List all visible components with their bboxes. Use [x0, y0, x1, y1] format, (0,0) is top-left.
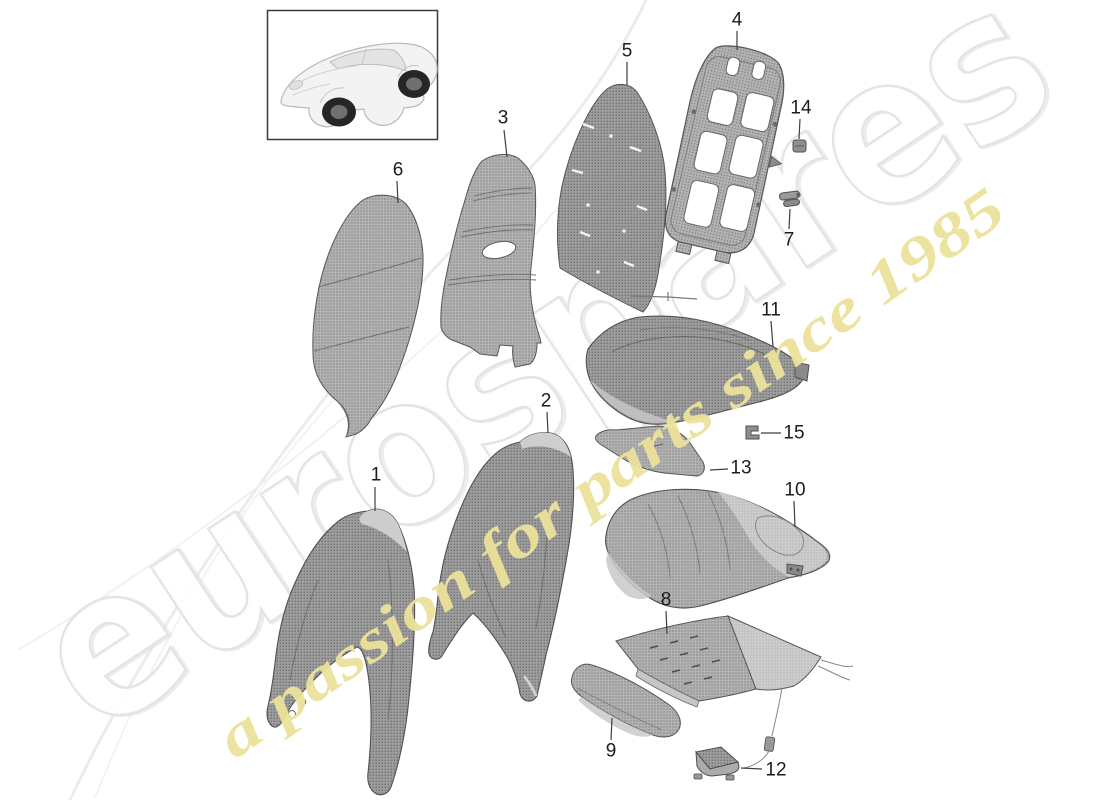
- callout-leader-lines: [374, 31, 801, 770]
- part-callout-1[interactable]: 1: [370, 464, 382, 486]
- part-10-seat-cushion: [605, 488, 831, 609]
- part-13-pad: [595, 425, 705, 477]
- part-9-bolster-pad: [570, 663, 681, 738]
- part-callout-9[interactable]: 9: [605, 740, 617, 762]
- part-callout-15[interactable]: 15: [783, 422, 805, 444]
- part-callout-10[interactable]: 10: [784, 479, 806, 501]
- part-8-seat-pan-pad: [615, 615, 854, 769]
- part-4-backrest-frame: [664, 45, 785, 265]
- part-5-backrest-pad: [557, 84, 698, 313]
- part-callout-11[interactable]: 11: [761, 299, 781, 321]
- part-6-backrest-pad: [312, 194, 424, 438]
- part-1-foam-section: [266, 508, 416, 796]
- part-12-module: [693, 746, 740, 781]
- part-callout-14[interactable]: 14: [790, 97, 812, 119]
- part-7-bracket: [779, 190, 801, 208]
- part-callout-3[interactable]: 3: [497, 107, 509, 129]
- car-illustration: [280, 42, 438, 128]
- part-callout-5[interactable]: 5: [621, 40, 633, 62]
- part-callout-13[interactable]: 13: [730, 457, 752, 479]
- part-callout-4[interactable]: 4: [731, 9, 743, 31]
- part-3-backrest-pad: [440, 153, 542, 368]
- part-callout-6[interactable]: 6: [392, 159, 404, 181]
- part-11-seat-cushion: [585, 315, 810, 425]
- part-2-foam-section: [428, 432, 575, 702]
- svg-text:eurospares: eurospares: [0, 0, 1093, 779]
- part-15-clip: [745, 425, 760, 440]
- part-callout-2[interactable]: 2: [540, 390, 552, 412]
- part-callout-12[interactable]: 12: [765, 759, 787, 781]
- vehicle-thumbnail: [266, 9, 439, 141]
- part-callout-7[interactable]: 7: [783, 229, 795, 251]
- part-callout-8[interactable]: 8: [660, 589, 672, 611]
- part-14-clip: [792, 139, 807, 153]
